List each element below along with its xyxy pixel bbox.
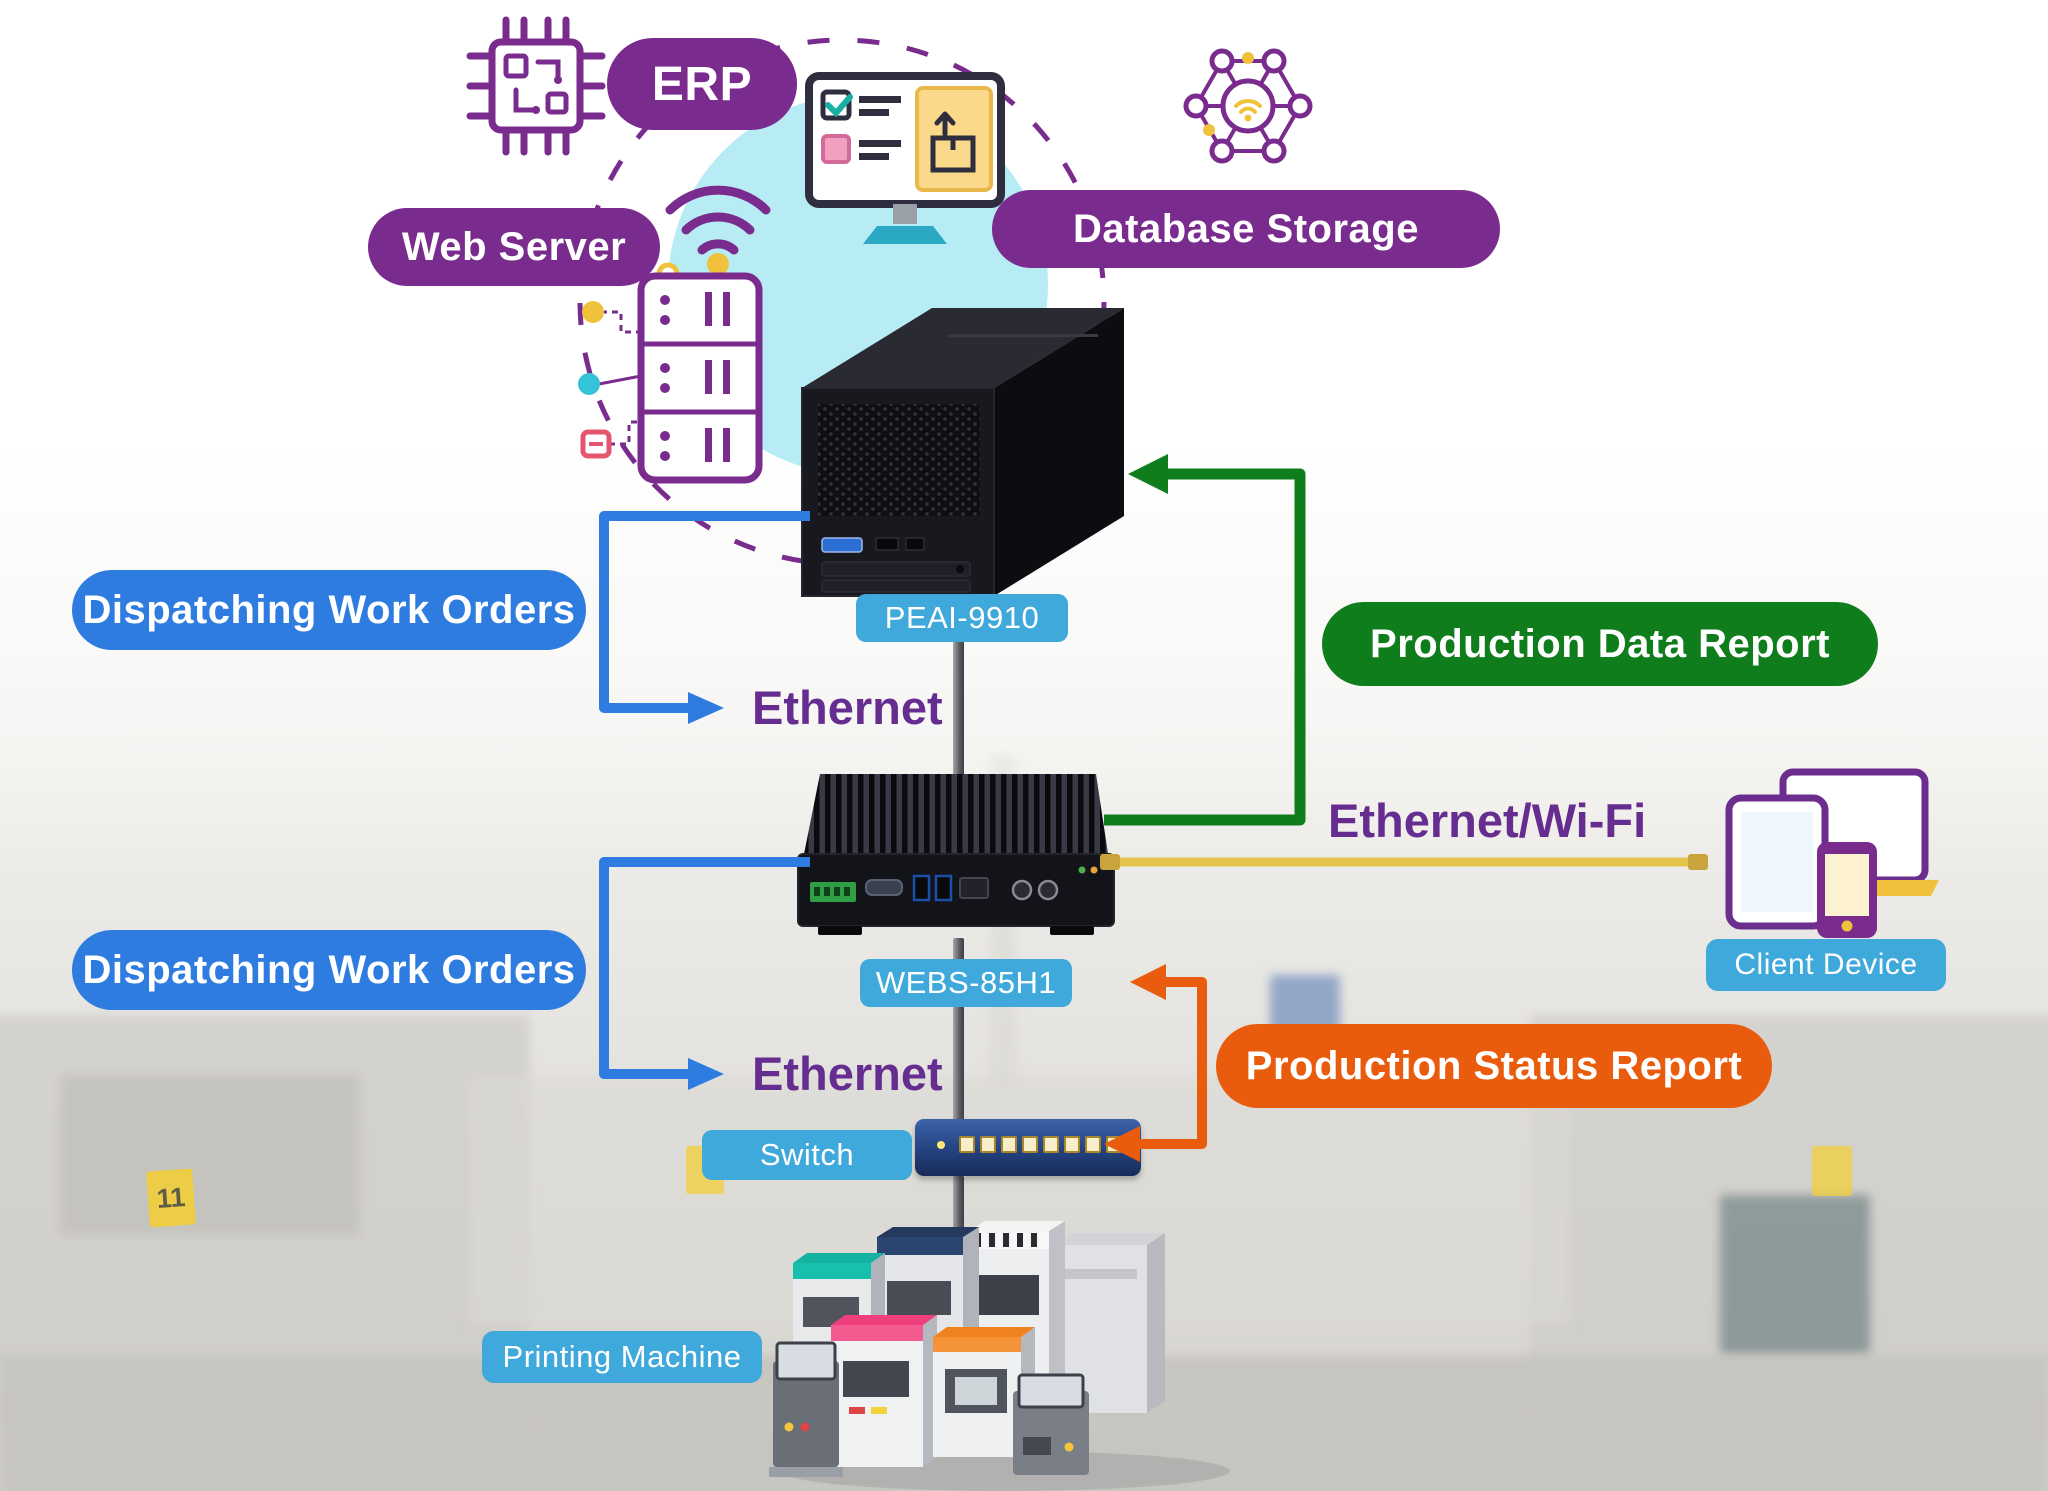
console-right xyxy=(1013,1373,1089,1475)
client-devices-icon xyxy=(1725,768,1939,938)
printer-pink xyxy=(831,1315,937,1467)
embedded-pc-webs85h1 xyxy=(797,774,1115,935)
webs-85h1-label: WEBS-85H1 xyxy=(860,959,1072,1007)
ethernet-label-bottom: Ethernet xyxy=(752,1047,943,1100)
console-left xyxy=(769,1341,843,1477)
ethernet-label-top: Ethernet xyxy=(752,681,943,734)
mount-pole-top xyxy=(953,638,964,782)
mount-pole-middle xyxy=(953,938,964,1130)
iot-network-icon xyxy=(1183,48,1313,164)
dispatching-work-orders-badge-bottom: Dispatching Work Orders xyxy=(72,930,586,1010)
peai-9910-label: PEAI-9910 xyxy=(856,594,1068,642)
switch-label: Switch xyxy=(702,1130,912,1180)
bg-machine-dark xyxy=(1720,1195,1870,1355)
ethernet-wifi-label: Ethernet/Wi-Fi xyxy=(1328,794,1647,847)
web-server-badge: Web Server xyxy=(368,208,660,286)
chip-icon xyxy=(466,16,606,156)
erp-badge: ERP xyxy=(607,38,797,130)
lane-number-tag: 11 xyxy=(146,1168,196,1228)
dispatching-work-orders-badge-top: Dispatching Work Orders xyxy=(72,570,586,650)
production-status-report-badge: Production Status Report xyxy=(1216,1024,1772,1108)
tower-server-peai9910 xyxy=(801,308,1124,597)
database-storage-badge: Database Storage xyxy=(992,190,1500,268)
mount-pole-bottom xyxy=(953,1176,964,1238)
printer-orange xyxy=(933,1327,1035,1457)
wifi-icon xyxy=(656,185,771,286)
printing-machines-illustration xyxy=(769,1221,1230,1491)
client-device-label: Client Device xyxy=(1706,939,1946,991)
monitor-checklist-icon xyxy=(805,72,1005,244)
bg-machines-left-detail xyxy=(60,1075,360,1235)
production-data-report-badge: Production Data Report xyxy=(1322,602,1878,686)
switch-ports xyxy=(959,1136,1122,1153)
printing-machine-label: Printing Machine xyxy=(482,1331,762,1383)
server-rack-icon xyxy=(578,272,763,484)
switch-led xyxy=(937,1141,945,1149)
printer-gray-tall xyxy=(1055,1233,1165,1413)
lane-tag-blank-right xyxy=(1812,1146,1852,1196)
ethernet-switch xyxy=(915,1119,1141,1176)
